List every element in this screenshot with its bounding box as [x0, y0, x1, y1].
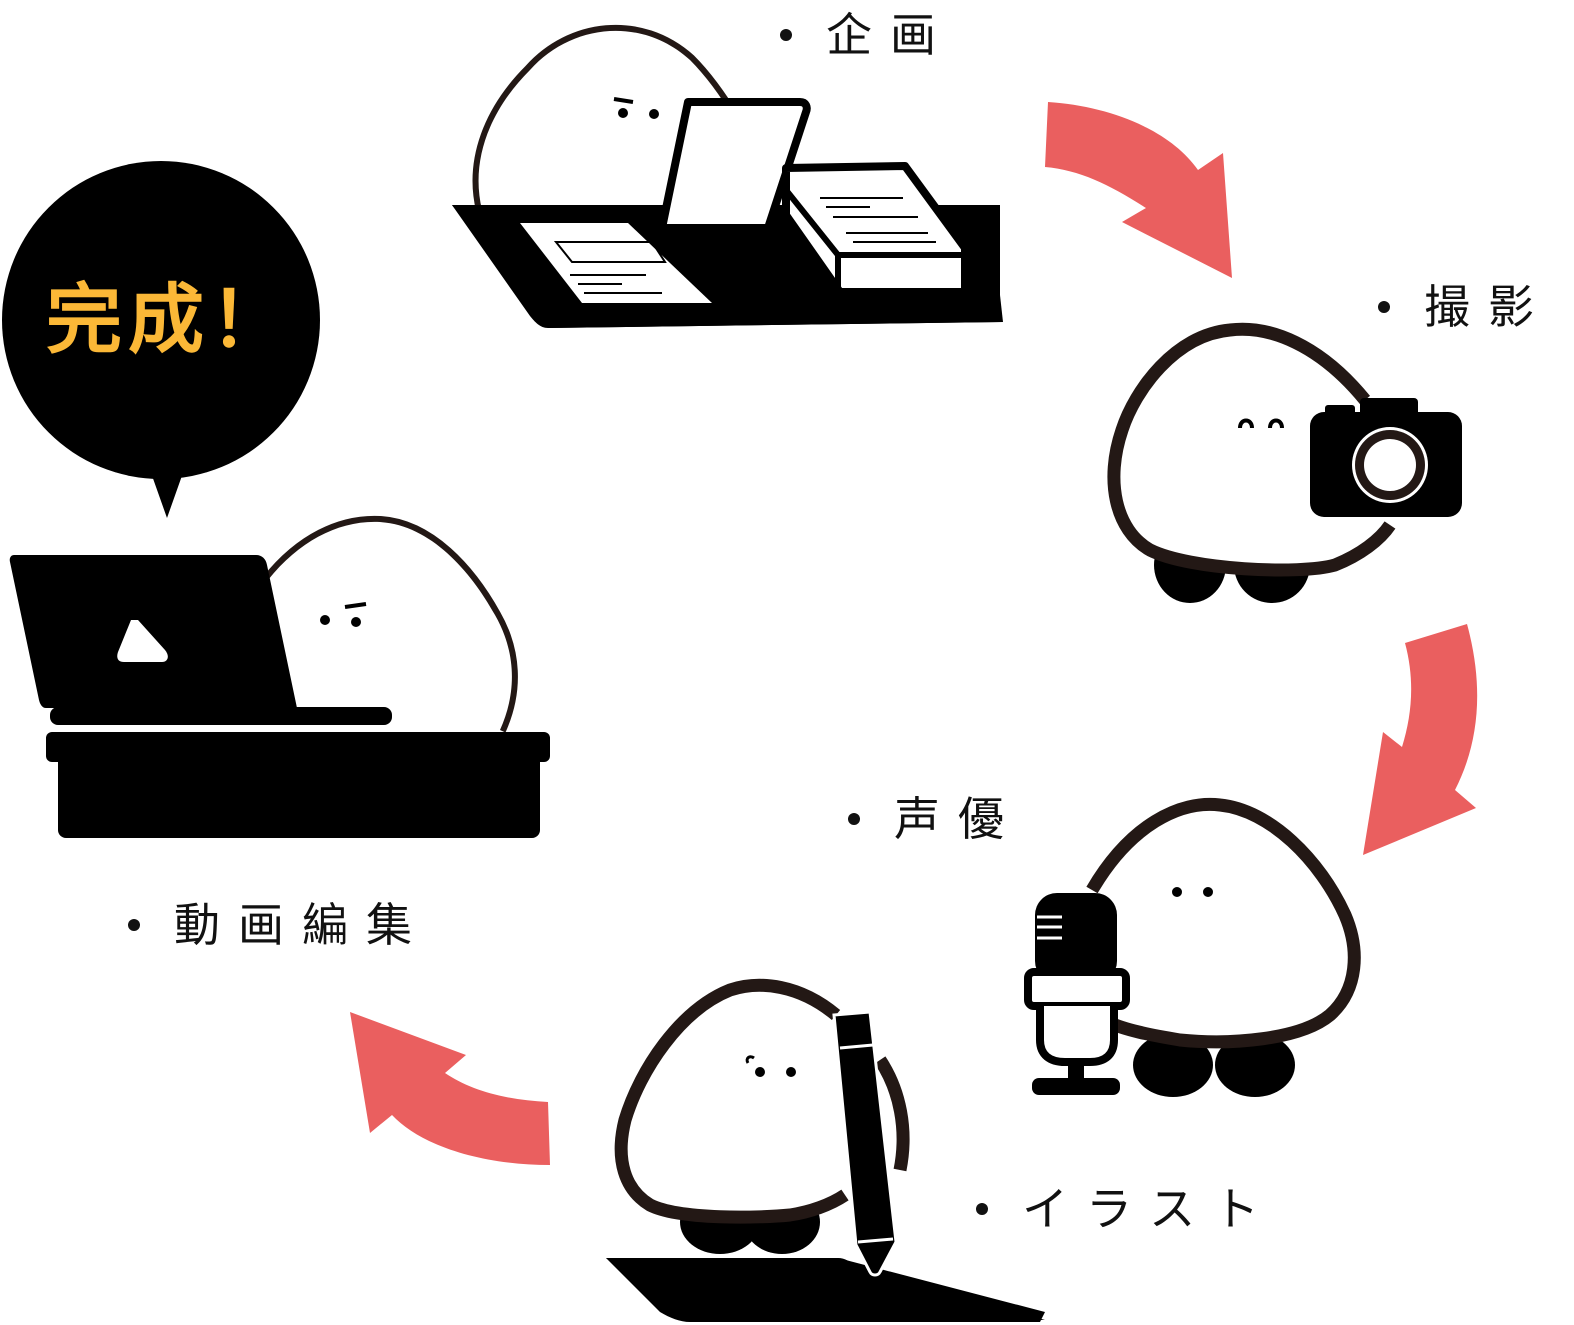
label-shooting: 撮影 [1378, 284, 1552, 330]
step-illustration-illustration [606, 978, 1045, 1322]
arrow-shooting-to-voice [1363, 624, 1478, 855]
arrow-planning-to-shooting [1045, 102, 1232, 278]
label-planning: 企画 [780, 12, 954, 58]
step-shooting-illustration [1107, 322, 1462, 603]
bullet-icon [780, 28, 792, 41]
pen-icon [832, 1010, 898, 1277]
bullet-icon [848, 812, 860, 825]
eyebrow [613, 97, 634, 104]
camera-icon [1310, 398, 1462, 517]
label-editing: 動画編集 [128, 902, 430, 948]
label-illustration: イラスト [976, 1186, 1277, 1232]
happy-eye-right [1268, 418, 1284, 429]
arrow-illustration-to-editing [350, 1012, 550, 1165]
tablet-icon [658, 98, 811, 232]
completion-text: 完成！ [46, 275, 292, 364]
eye-right [649, 109, 659, 119]
eye-left [618, 108, 628, 118]
logo-icon [117, 620, 168, 662]
happy-eye-left [1238, 418, 1254, 429]
eyebrow [745, 1055, 755, 1064]
step-editing-illustration [9, 515, 550, 838]
laptop-icon [9, 555, 392, 725]
desk [46, 732, 550, 838]
bullet-icon [976, 1202, 988, 1215]
step-planning-illustration [452, 24, 1003, 328]
microphone-icon [1024, 893, 1130, 1095]
label-voice: 声優 [848, 796, 1022, 842]
step-voice-illustration [1024, 797, 1361, 1097]
bullet-icon [1378, 300, 1390, 313]
completion-speech-bubble [2, 161, 320, 518]
bullet-icon [128, 918, 140, 931]
